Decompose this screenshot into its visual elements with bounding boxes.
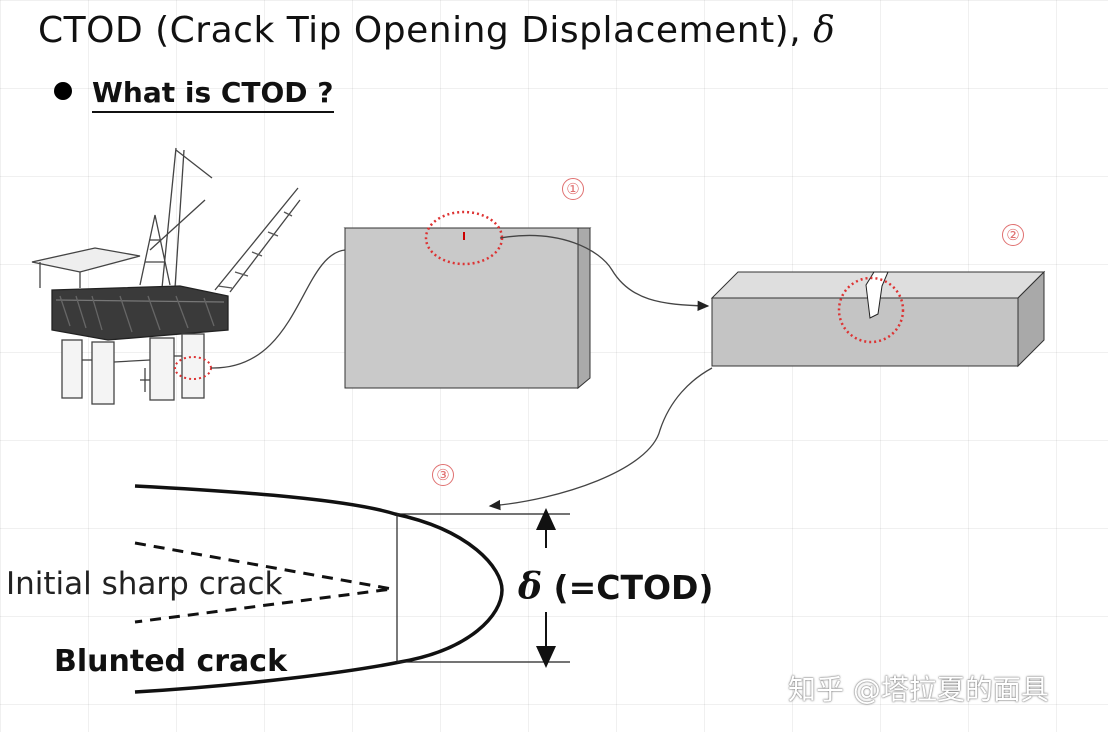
blunted-crack-outline bbox=[134, 484, 504, 694]
section-subtitle: What is CTOD ? bbox=[92, 76, 334, 113]
step-marker-1: ① bbox=[562, 178, 584, 200]
step-marker-2: ② bbox=[1002, 224, 1024, 246]
crack-detail bbox=[134, 484, 570, 694]
step-marker-3: ③ bbox=[432, 464, 454, 486]
blunted-crack-label: Blunted crack bbox=[54, 644, 288, 679]
ctod-label: δ (=CTOD) bbox=[518, 566, 714, 608]
bullet-icon bbox=[54, 82, 72, 100]
title-text: CTOD (Crack Tip Opening Displacement), bbox=[38, 10, 814, 51]
title-delta: δ bbox=[813, 10, 836, 51]
detail-circle-specimen bbox=[837, 276, 905, 344]
ctod-delta-symbol: δ bbox=[518, 566, 543, 608]
initial-sharp-crack-label: Initial sharp crack bbox=[6, 566, 283, 602]
watermark-text: 知乎 @塔拉夏的面具 bbox=[788, 673, 1049, 706]
arrow-specimen-to-crack bbox=[488, 367, 713, 511]
test-specimen bbox=[710, 270, 1046, 368]
ctod-label-text: (=CTOD) bbox=[542, 568, 714, 607]
steel-plate bbox=[343, 227, 592, 390]
page-title: CTOD (Crack Tip Opening Displacement), δ bbox=[38, 10, 835, 51]
arrow-plate-to-specimen bbox=[499, 234, 710, 311]
offshore-platform-icon bbox=[31, 147, 301, 405]
